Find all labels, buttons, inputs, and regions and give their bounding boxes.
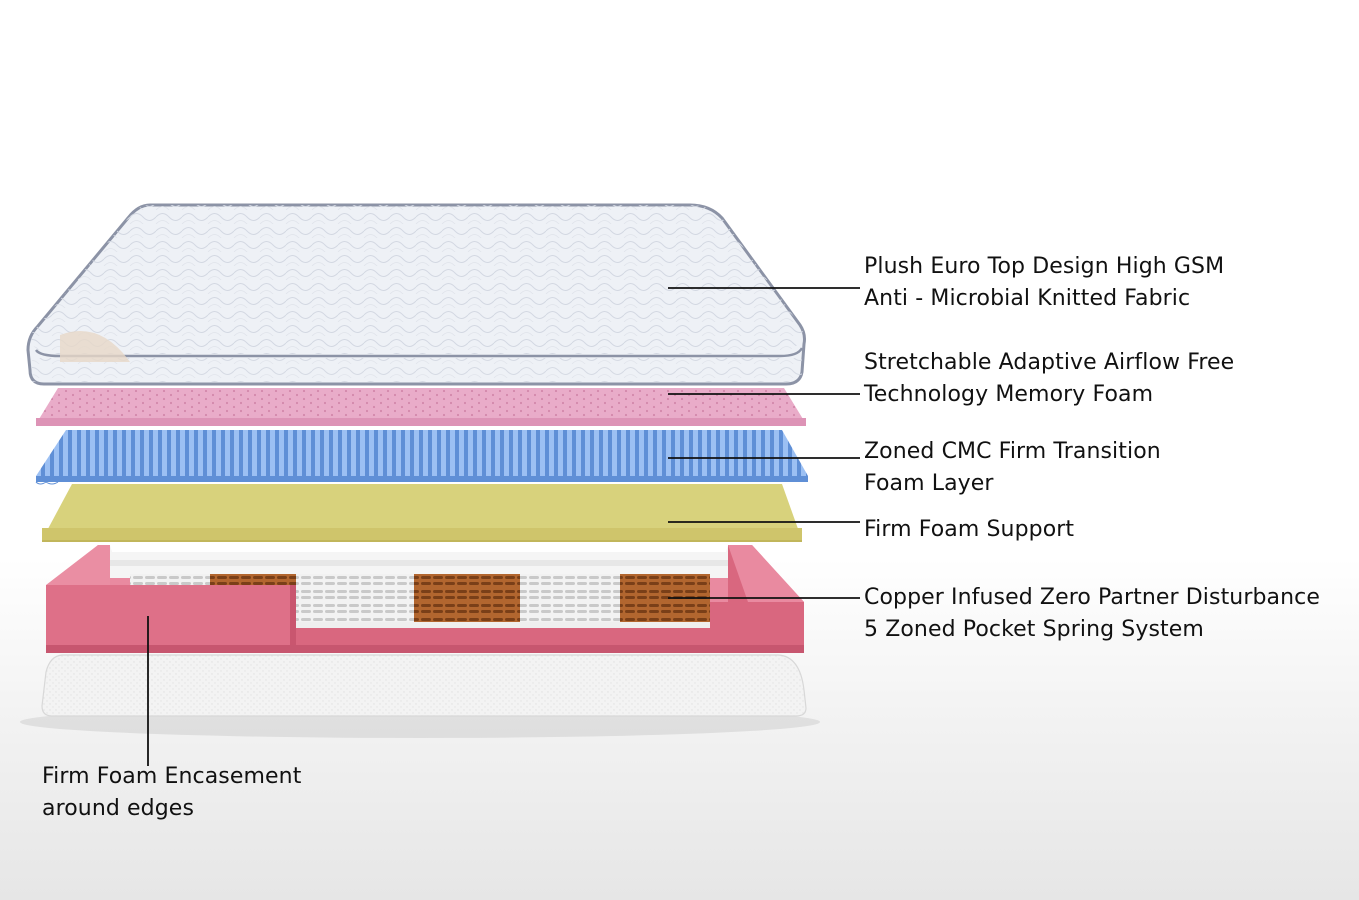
label-spring-system: Copper Infused Zero Partner Disturbance … [864, 582, 1320, 646]
firm-foam-layer [42, 484, 802, 542]
label-top-fabric-line1: Plush Euro Top Design High GSM [864, 254, 1225, 279]
label-encasement-line2: around edges [42, 796, 195, 821]
transition-foam-layer [35, 430, 808, 485]
leader-lines [147, 287, 860, 766]
label-transition-layer-line2: Foam Layer [864, 471, 994, 496]
label-top-fabric: Plush Euro Top Design High GSM Anti - Mi… [864, 251, 1224, 315]
label-encasement-line1: Firm Foam Encasement [42, 764, 302, 789]
label-memory-foam-line2: Technology Memory Foam [864, 382, 1154, 407]
label-spring-system-line2: 5 Zoned Pocket Spring System [864, 617, 1204, 642]
label-top-fabric-line2: Anti - Microbial Knitted Fabric [864, 286, 1191, 311]
encasement-corner-block [46, 545, 804, 653]
label-spring-system-line1: Copper Infused Zero Partner Disturbance [864, 585, 1321, 610]
label-encasement: Firm Foam Encasement around edges [42, 761, 301, 825]
label-transition-layer: Zoned CMC Firm Transition Foam Layer [864, 436, 1161, 500]
label-memory-foam: Stretchable Adaptive Airflow Free Techno… [864, 347, 1234, 411]
top-fabric-layer [26, 203, 806, 386]
label-firm-support-line1: Firm Foam Support [864, 517, 1075, 542]
label-firm-support: Firm Foam Support [864, 514, 1074, 546]
label-transition-layer-line1: Zoned CMC Firm Transition [864, 439, 1161, 464]
base-fabric-layer [41, 654, 807, 717]
memory-foam-layer [36, 388, 806, 426]
label-memory-foam-line1: Stretchable Adaptive Airflow Free [864, 350, 1235, 375]
